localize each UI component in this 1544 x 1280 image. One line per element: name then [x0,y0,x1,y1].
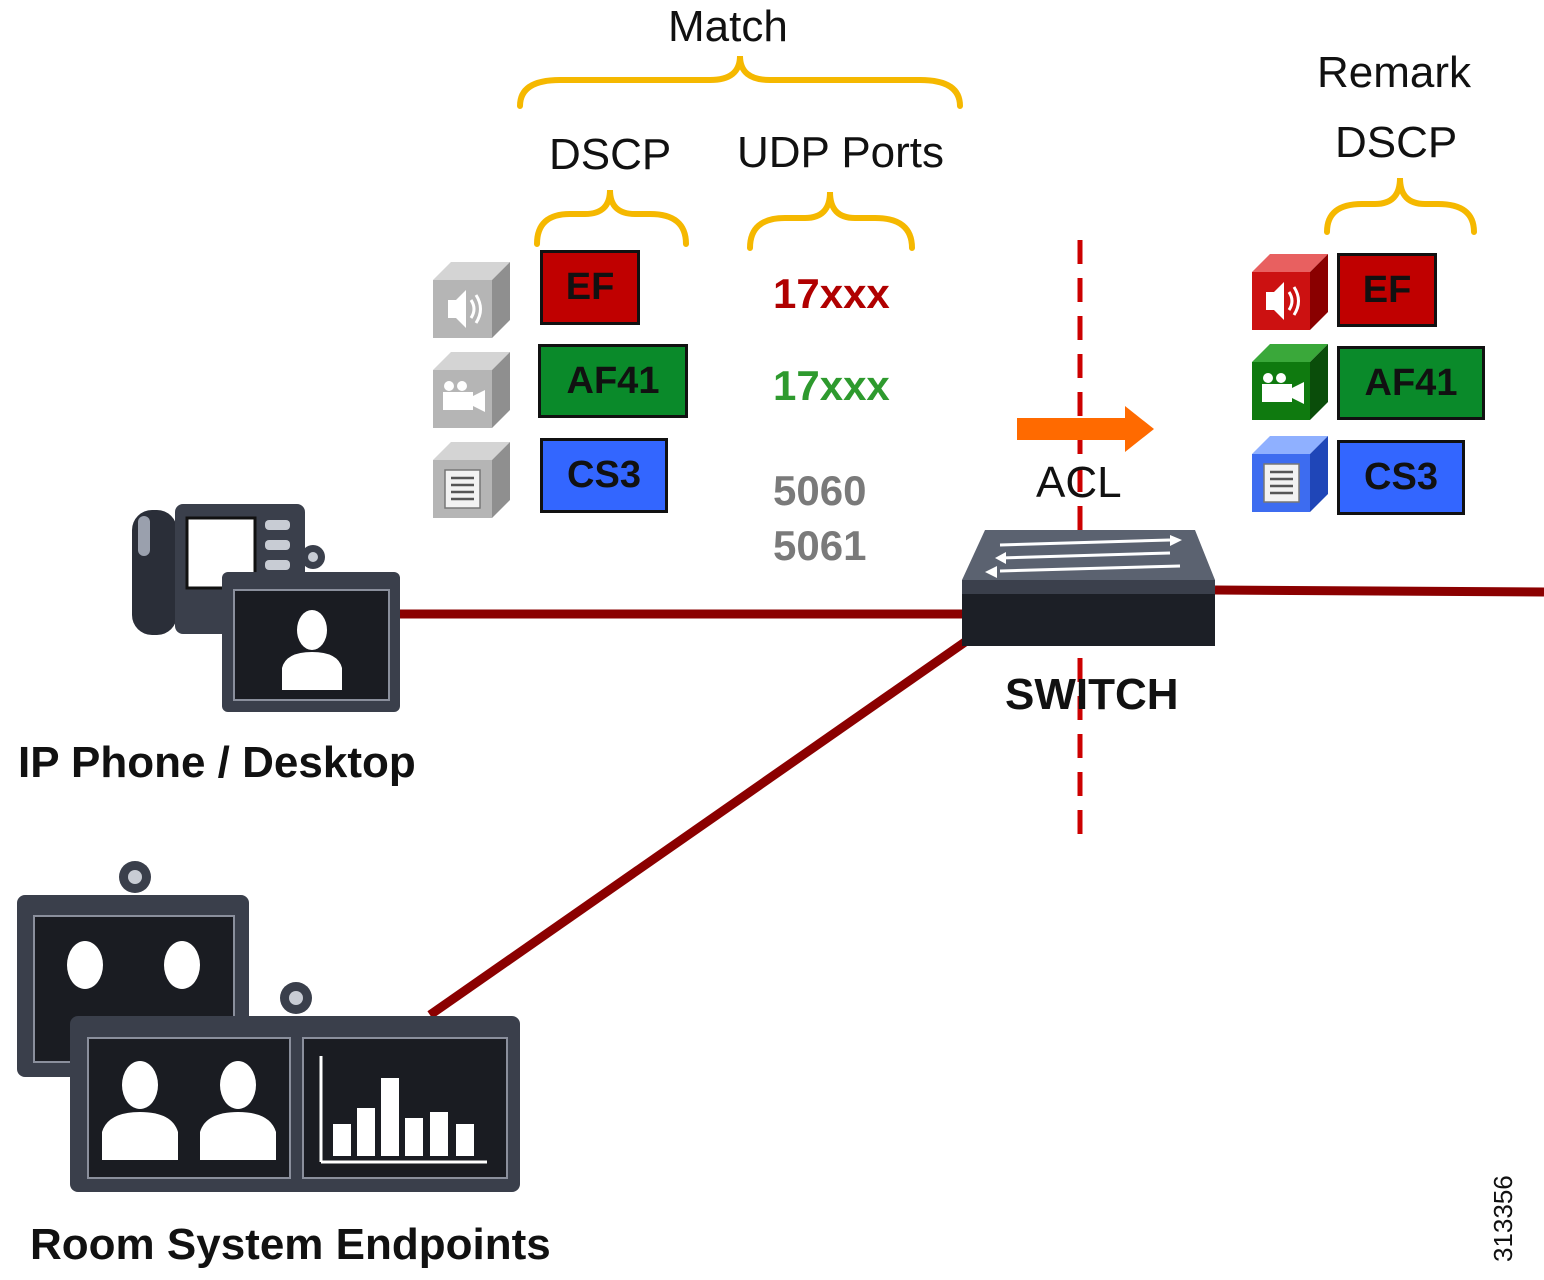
udp-port-signaling-1: 5060 [773,467,867,514]
bar-chart-icon [319,1056,487,1164]
document-icon [1252,436,1328,512]
match-dscp-header: DSCP [549,130,672,179]
udp-port-video: 17xxx [773,362,890,409]
match-brace [517,55,963,109]
remark-dscp-af41: AF41 [1337,346,1485,420]
udp-port-signaling-2: 5061 [773,522,867,569]
remark-title: Remark [1317,48,1472,97]
remark-dscp-header: DSCP [1335,118,1458,167]
speaker-icon [1252,254,1328,330]
match-title: Match [668,2,788,51]
desktop-video-icon [222,545,400,712]
link-room-to-switch [427,638,968,1019]
room-system-endpoints-label: Room System Endpoints [30,1220,551,1269]
udp-port-voice: 17xxx [773,270,890,317]
dscp-brace [534,189,689,247]
document-icon [433,442,510,518]
match-dscp-cs3: CS3 [540,438,668,513]
match-dscp-af41: AF41 [538,344,688,418]
remark-dscp-cs3: CS3 [1337,440,1465,515]
match-dscp-ef: EF [540,250,640,325]
udp-ports-header: UDP Ports [737,128,945,177]
link-switch-uplink [1214,585,1544,597]
direction-arrow-icon [1017,406,1154,452]
figure-id: 313356 [1488,1175,1518,1262]
speaker-icon [433,262,510,338]
remark-dscp-ef: EF [1337,253,1437,327]
switch-icon [962,530,1215,646]
ip-phone-desktop-label: IP Phone / Desktop [18,738,416,787]
video-camera-icon [1252,344,1328,420]
remark-dscp-brace [1324,177,1477,235]
video-camera-icon [433,352,510,428]
udp-brace [747,191,915,251]
switch-label: SWITCH [1005,670,1179,719]
acl-label: ACL [1036,458,1122,507]
